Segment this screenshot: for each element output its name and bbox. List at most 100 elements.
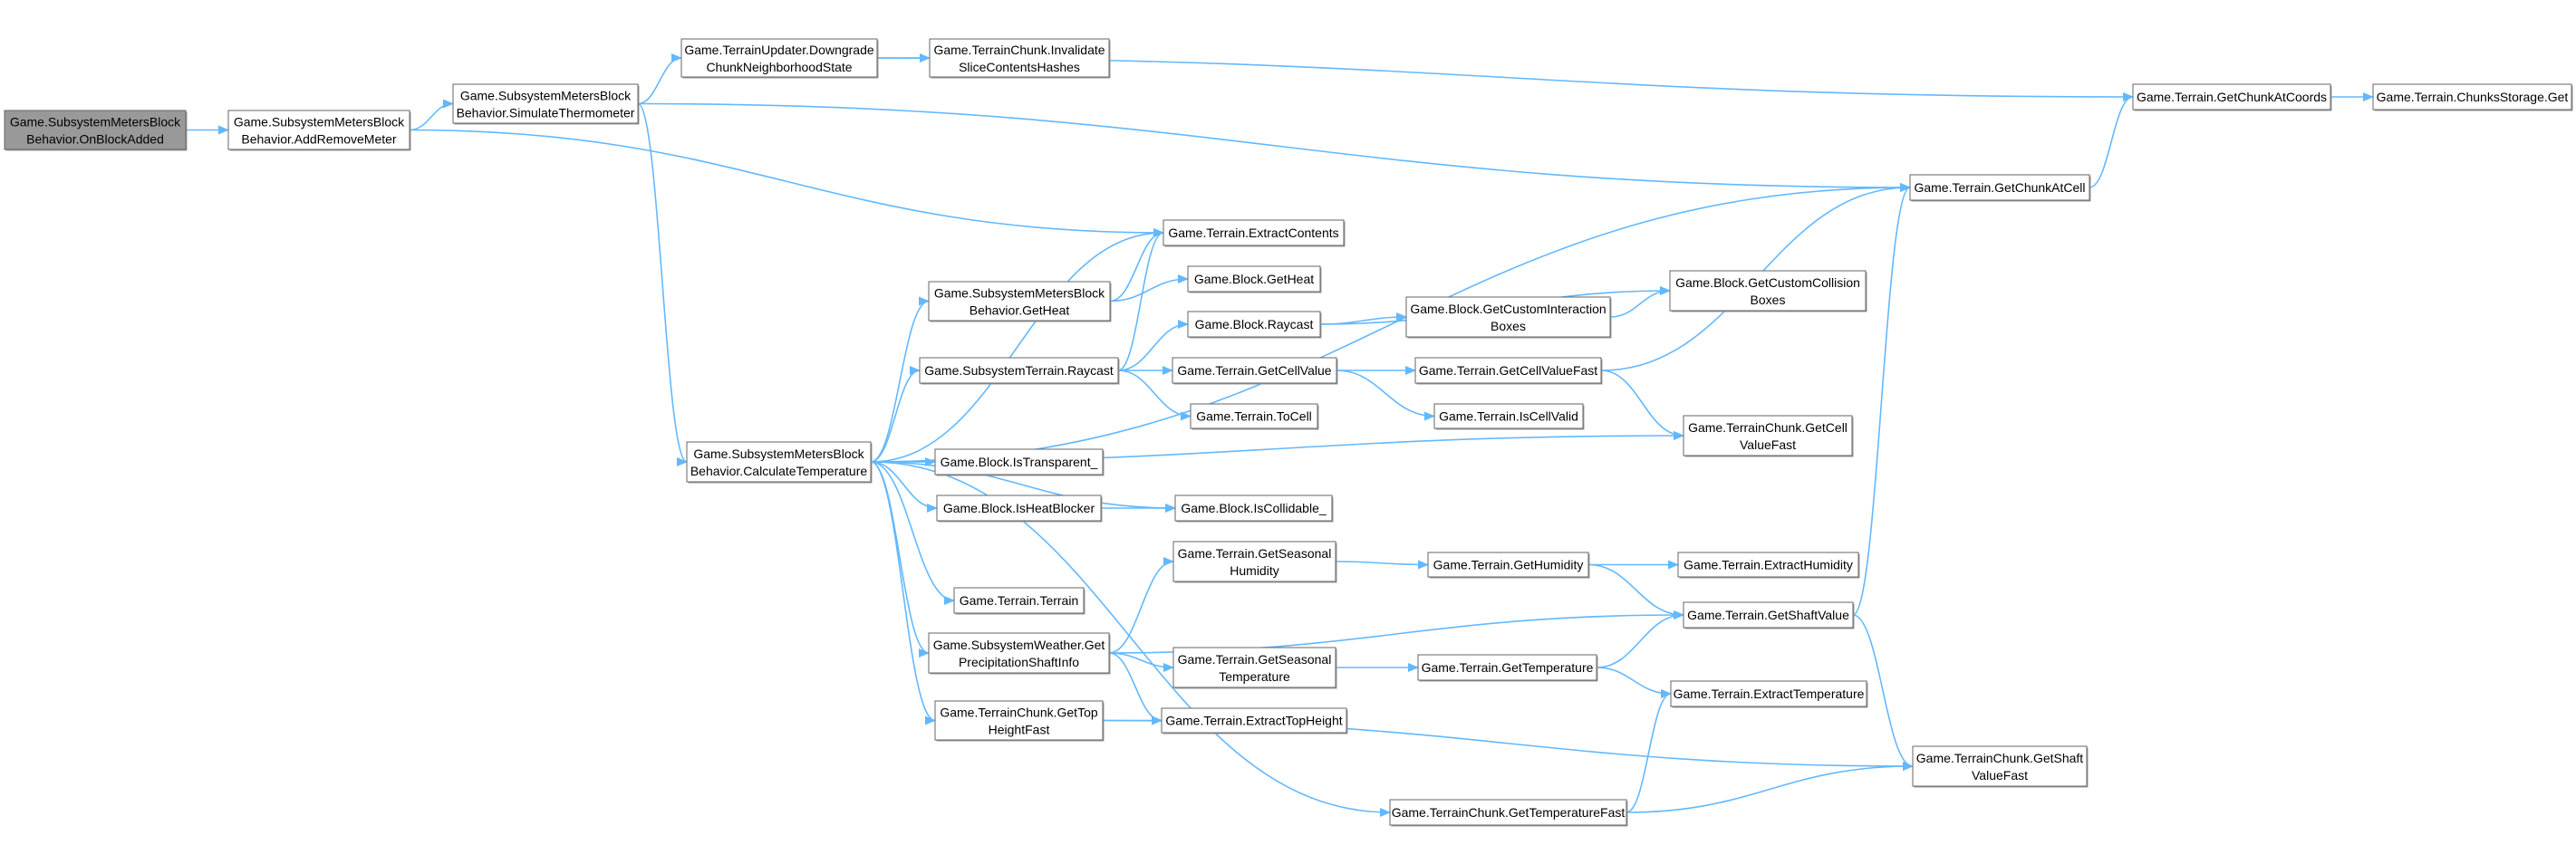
call-edge (1626, 689, 1672, 813)
node-chunk-get-cell-value-fast[interactable]: Game.TerrainChunk.GetCellValueFast (1683, 415, 1854, 457)
call-edge (1335, 560, 1429, 570)
node-extract-top-height[interactable]: Game.Terrain.ExtractTopHeight (1161, 707, 1348, 735)
node-on-block-added[interactable]: Game.SubsystemMetersBlockBehavior.OnBloc… (4, 110, 188, 151)
node-label: Behavior.GetHeat (970, 303, 1070, 318)
node-label: Behavior.AddRemoveMeter (241, 132, 397, 147)
node-label: Game.SubsystemMetersBlock (460, 89, 632, 103)
node-to-cell[interactable]: Game.Terrain.ToCell (1190, 403, 1319, 430)
node-add-remove-meter[interactable]: Game.SubsystemMetersBlockBehavior.AddRem… (227, 110, 411, 151)
node-get-chunk-at-coords[interactable]: Game.Terrain.GetChunkAtCoords (2132, 83, 2332, 111)
node-label: Game.Terrain.ToCell (1196, 409, 1312, 424)
node-label: Game.Terrain.GetCellValueFast (1419, 363, 1597, 378)
node-label: Behavior.OnBlockAdded (26, 132, 164, 147)
node-get-cell-value-fast[interactable]: Game.Terrain.GetCellValueFast (1414, 357, 1603, 385)
node-label: Game.TerrainChunk.GetTop (940, 706, 1098, 720)
node-label: Boxes (1751, 293, 1786, 307)
node-label: Game.TerrainUpdater.Downgrade (684, 43, 874, 57)
call-edge (870, 461, 1176, 513)
node-simulate-thermometer[interactable]: Game.SubsystemMetersBlockBehavior.Simula… (452, 83, 640, 125)
nodes: Game.SubsystemMetersBlockBehavior.OnBloc… (4, 38, 2573, 827)
call-edge (409, 99, 454, 131)
call-edge (870, 461, 955, 605)
call-edge (1587, 563, 1684, 619)
node-label: PrecipitationShaftInfo (959, 655, 1079, 669)
node-label: Game.SubsystemMetersBlock (693, 447, 864, 461)
call-edge (1852, 183, 1911, 616)
node-is-cell-valid[interactable]: Game.Terrain.IsCellValid (1433, 403, 1585, 430)
node-calculate-temperature[interactable]: Game.SubsystemMetersBlockBehavior.Calcul… (686, 441, 873, 484)
node-label: Game.TerrainChunk.Invalidate (933, 43, 1105, 57)
node-label: Game.Terrain.GetChunkAtCoords (2137, 90, 2327, 104)
node-label: Game.SubsystemMetersBlock (10, 115, 181, 130)
node-label: Game.TerrainChunk.GetTemperatureFast (1392, 805, 1626, 820)
node-label: ValueFast (1740, 437, 1796, 452)
node-label: Game.Terrain.GetShaftValue (1687, 608, 1849, 622)
call-edge (1596, 610, 1684, 668)
node-extract-temperature[interactable]: Game.Terrain.ExtractTemperature (1670, 680, 1868, 708)
node-label: Game.Block.IsCollidable_ (1181, 501, 1327, 515)
node-chunks-storage-get[interactable]: Game.Terrain.ChunksStorage.Get (2372, 83, 2573, 111)
call-edge (870, 461, 930, 658)
call-edge (1600, 370, 1684, 440)
node-label: Game.Block.GetCustomInteraction (1410, 302, 1606, 316)
call-edge (1109, 274, 1189, 302)
call-edge (1117, 228, 1164, 371)
node-label: Behavior.SimulateThermometer (457, 106, 635, 120)
node-block-get-heat[interactable]: Game.Block.GetHeat (1187, 265, 1322, 293)
node-label: Game.Block.GetHeat (1194, 272, 1314, 286)
node-label: Temperature (1219, 669, 1290, 684)
node-label: Game.Terrain.ExtractHumidity (1684, 558, 1853, 572)
node-label: Game.Terrain.ExtractContents (1168, 226, 1338, 240)
node-subsystem-terrain-raycast[interactable]: Game.SubsystemTerrain.Raycast (919, 357, 1120, 385)
node-label: Boxes (1491, 319, 1526, 333)
node-get-temperature[interactable]: Game.Terrain.GetTemperature (1417, 654, 1598, 682)
call-edge (870, 461, 938, 513)
node-label: Game.SubsystemMetersBlock (234, 115, 405, 130)
node-extract-contents[interactable]: Game.Terrain.ExtractContents (1163, 219, 1346, 247)
node-label: Game.Terrain.Terrain (960, 593, 1079, 608)
edges (186, 53, 2374, 817)
node-get-shaft-value[interactable]: Game.Terrain.GetShaftValue (1683, 601, 1855, 629)
node-get-temperature-fast[interactable]: Game.TerrainChunk.GetTemperatureFast (1389, 799, 1628, 827)
node-label: Game.Terrain.ChunksStorage.Get (2377, 90, 2569, 104)
call-edge (2089, 92, 2134, 188)
node-downgrade[interactable]: Game.TerrainUpdater.DowngradeChunkNeighb… (680, 38, 879, 79)
call-edge (637, 102, 688, 466)
node-get-chunk-at-cell[interactable]: Game.Terrain.GetChunkAtCell (1909, 174, 2091, 202)
call-edge (1108, 557, 1174, 654)
node-label: ValueFast (1972, 768, 2028, 783)
call-edge (409, 129, 1164, 237)
node-label: Game.TerrainChunk.GetShaft (1916, 751, 2084, 765)
node-get-cell-value[interactable]: Game.Terrain.GetCellValue (1172, 357, 1338, 385)
node-is-collidable[interactable]: Game.Block.IsCollidable_ (1174, 495, 1334, 523)
node-label: Game.SubsystemWeather.Get (933, 638, 1105, 652)
node-is-heat-blocker[interactable]: Game.Block.IsHeatBlocker (936, 495, 1103, 523)
node-smbb-get-heat[interactable]: Game.SubsystemMetersBlockBehavior.GetHea… (928, 281, 1112, 322)
node-label: HeightFast (989, 723, 1050, 737)
call-edge (870, 461, 1391, 817)
node-is-transparent[interactable]: Game.Block.IsTransparent_ (934, 448, 1105, 476)
call-edge (1626, 762, 1914, 813)
node-terrain-terrain[interactable]: Game.Terrain.Terrain (953, 587, 1085, 615)
node-block-raycast[interactable]: Game.Block.Raycast (1187, 311, 1322, 339)
call-edge (1852, 614, 1914, 771)
node-invalidate[interactable]: Game.TerrainChunk.InvalidateSliceContent… (929, 38, 1111, 79)
node-label: Game.Block.Raycast (1195, 317, 1314, 331)
node-label: Game.Terrain.ExtractTemperature (1674, 687, 1865, 701)
call-edge (870, 461, 936, 725)
node-get-precipitation-shaft-info[interactable]: Game.SubsystemWeather.GetPrecipitationSh… (928, 632, 1111, 675)
call-edge (1319, 312, 1407, 325)
node-extract-humidity[interactable]: Game.Terrain.ExtractHumidity (1677, 552, 1860, 579)
node-label: Game.SubsystemMetersBlock (934, 286, 1105, 301)
call-edge (1336, 370, 1435, 421)
node-label: Behavior.CalculateTemperature (690, 464, 868, 478)
node-get-humidity[interactable]: Game.Terrain.GetHumidity (1427, 552, 1590, 579)
call-edge (870, 296, 930, 463)
